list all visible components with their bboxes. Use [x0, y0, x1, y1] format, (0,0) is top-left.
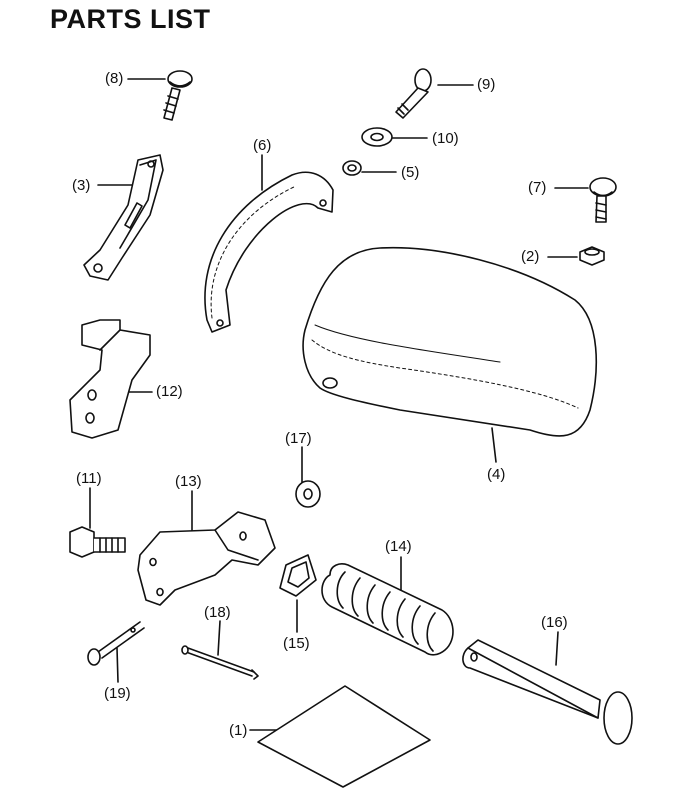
callout-15: (15) — [283, 635, 310, 652]
callout-4: (4) — [487, 466, 506, 483]
part-14-footpeg-rubber — [321, 556, 454, 656]
callout-11: (11) — [76, 470, 102, 487]
callout-17: (17) — [285, 430, 312, 447]
callout-14: (14) — [385, 538, 412, 555]
callout-8: (8) — [105, 70, 124, 87]
part-1-instruction-sheet — [249, 685, 431, 788]
callout-19: (19) — [104, 685, 131, 702]
part-5-spacer — [342, 160, 397, 176]
part-17-washer — [295, 446, 321, 508]
callout-7: (7) — [528, 179, 547, 196]
page-title: PARTS LIST — [50, 4, 211, 34]
part-7-bolt — [554, 177, 617, 223]
callout-10: (10) — [432, 130, 459, 147]
part-16-pin — [462, 631, 633, 745]
callout-12: (12) — [156, 383, 183, 400]
part-18-cotter-pin — [181, 620, 259, 680]
part-6-strap — [204, 154, 334, 333]
callout-9: (9) — [477, 76, 496, 93]
callout-5: (5) — [401, 164, 420, 181]
part-3-bracket — [83, 154, 164, 281]
callout-3: (3) — [72, 177, 91, 194]
part-11-bolt — [69, 487, 126, 558]
callout-1: (1) — [229, 722, 248, 739]
part-10-washer — [361, 127, 428, 147]
part-8-bolt — [127, 70, 193, 121]
part-12-bracket — [69, 319, 153, 439]
part-2-nut — [547, 246, 605, 266]
callout-18: (18) — [204, 604, 231, 621]
callout-16: (16) — [541, 614, 568, 631]
part-9-bolt — [395, 68, 474, 119]
callout-6: (6) — [253, 137, 272, 154]
callout-13: (13) — [175, 473, 202, 490]
part-13-bracket — [137, 490, 276, 606]
callout-2: (2) — [521, 248, 540, 265]
part-15-gasket — [279, 554, 317, 633]
part-4-seat-pad — [302, 246, 598, 463]
part-19-clevis-pin — [87, 621, 145, 683]
